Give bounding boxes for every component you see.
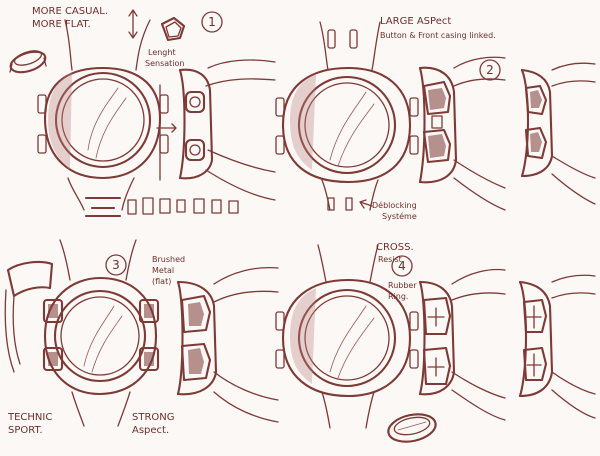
concept-2: 2 LARGE ASPect Button & Front casing lin…: [275, 16, 596, 221]
note-aspect: Aspect.: [132, 425, 169, 436]
concept-3: 3 Brushed Metal (flat) TECHNIC SPORT. ST…: [4, 239, 279, 436]
note-metal: Metal: [152, 266, 174, 275]
note-more-flat: MORE FLAT.: [32, 19, 91, 30]
note-technic: TECHNIC: [7, 412, 52, 423]
note-deblocking: Déblocking: [372, 200, 417, 210]
note-strong: STRONG: [132, 412, 175, 423]
concept-3-number: 3: [112, 258, 120, 272]
note-button-front: Button & Front casing linked.: [380, 31, 496, 40]
note-systeme: Systéme: [382, 211, 417, 221]
concept-1: 1 MORE CASUAL. MORE FLAT. Lenght Sensati…: [9, 6, 276, 218]
note-flat: (flat): [152, 277, 171, 286]
concept-1-number: 1: [208, 15, 216, 29]
note-rubber: Rubber: [388, 281, 417, 290]
concept-2-number: 2: [486, 63, 494, 77]
concept-4: 4 CROSS. Resist Rubber Ring.: [275, 242, 596, 443]
note-sport: SPORT.: [8, 425, 43, 436]
note-large-aspect: LARGE ASPect: [380, 16, 451, 27]
note-lenght: Lenght: [148, 48, 176, 57]
note-cross: CROSS.: [376, 242, 414, 253]
note-ring: Ring.: [388, 292, 408, 301]
note-brushed: Brushed: [152, 255, 185, 264]
note-more-casual: MORE CASUAL.: [32, 6, 108, 17]
note-resist: Resist: [378, 255, 402, 264]
note-sensation: Sensation: [145, 59, 184, 68]
concept-4-number: 4: [398, 259, 406, 273]
